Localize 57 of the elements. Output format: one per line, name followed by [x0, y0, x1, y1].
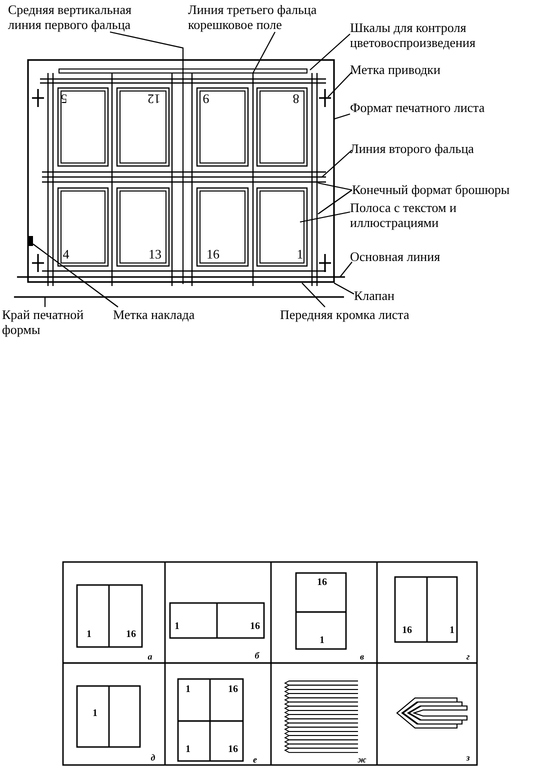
panel-letter: в: [360, 652, 364, 662]
panel-letter: з: [466, 754, 470, 762]
panel-letter: д: [150, 754, 156, 762]
panel-letter: ж: [358, 756, 366, 764]
callout-label: Полоса с текстом и иллюстрациями: [350, 200, 470, 230]
page-number: 1: [86, 630, 92, 640]
leader-line: [302, 282, 326, 308]
leader-line: [300, 211, 350, 223]
callout-label: Линия второго фальца: [350, 141, 474, 156]
leader-line: [340, 262, 352, 278]
callout-label: Основная линия: [350, 249, 440, 264]
panel-letter: г: [466, 652, 470, 662]
callout-label: Шкалы для контроля цветовоспроизведения: [350, 20, 500, 50]
panel-letter: е: [253, 756, 257, 764]
page-number: 1: [296, 248, 304, 260]
leader-line: [328, 72, 352, 98]
leader-line: [334, 113, 350, 120]
callout-label: Метка приводки: [350, 62, 440, 77]
leader-line: [110, 31, 184, 284]
page-number: 16: [206, 248, 220, 260]
leader-line: [322, 150, 352, 178]
callout-label: Передняя кромка листа: [280, 307, 410, 322]
leader-line: [252, 32, 276, 74]
callout-label: Линия третьего фальца корешковое поле: [188, 2, 338, 32]
callout-label: Край печатной формы: [2, 307, 102, 337]
page-number: 16: [317, 578, 327, 588]
leader-line: [334, 282, 354, 294]
feed-mark: [28, 236, 33, 246]
page-number: 12: [148, 92, 160, 106]
panel-letter: а: [148, 652, 152, 662]
page-number: 16: [228, 745, 238, 755]
page-number: 8: [292, 92, 300, 106]
page-number: 13: [148, 248, 162, 260]
callout-label: Средняя вертикальная линия первого фальца: [8, 2, 158, 32]
leader-line: [310, 34, 350, 70]
page-number: 4: [62, 248, 70, 260]
page-number: 1: [174, 622, 180, 632]
page-number: 16: [250, 622, 260, 632]
page-number: 1: [320, 636, 324, 646]
page-number: 1: [186, 745, 190, 755]
page-number: 1: [186, 685, 190, 695]
page-number: 5: [60, 92, 68, 106]
callout-label: Метка наклада: [113, 307, 195, 322]
callout-label: Формат печатного листа: [350, 100, 485, 115]
leader-line: [32, 244, 118, 308]
page-number: 1: [450, 626, 454, 636]
panel-letter: б: [254, 652, 260, 660]
leader-line: [318, 190, 352, 214]
page-number: 9: [202, 92, 210, 106]
callout-label: Клапан: [354, 288, 394, 303]
leader-line: [318, 182, 352, 191]
page-number: 1: [92, 709, 98, 719]
page-number: 16: [228, 685, 238, 695]
page-number: 16: [402, 626, 412, 636]
callout-label: Конечный формат брошюры: [352, 182, 510, 197]
page-number: 16: [126, 630, 136, 640]
leader-line: [44, 297, 46, 307]
